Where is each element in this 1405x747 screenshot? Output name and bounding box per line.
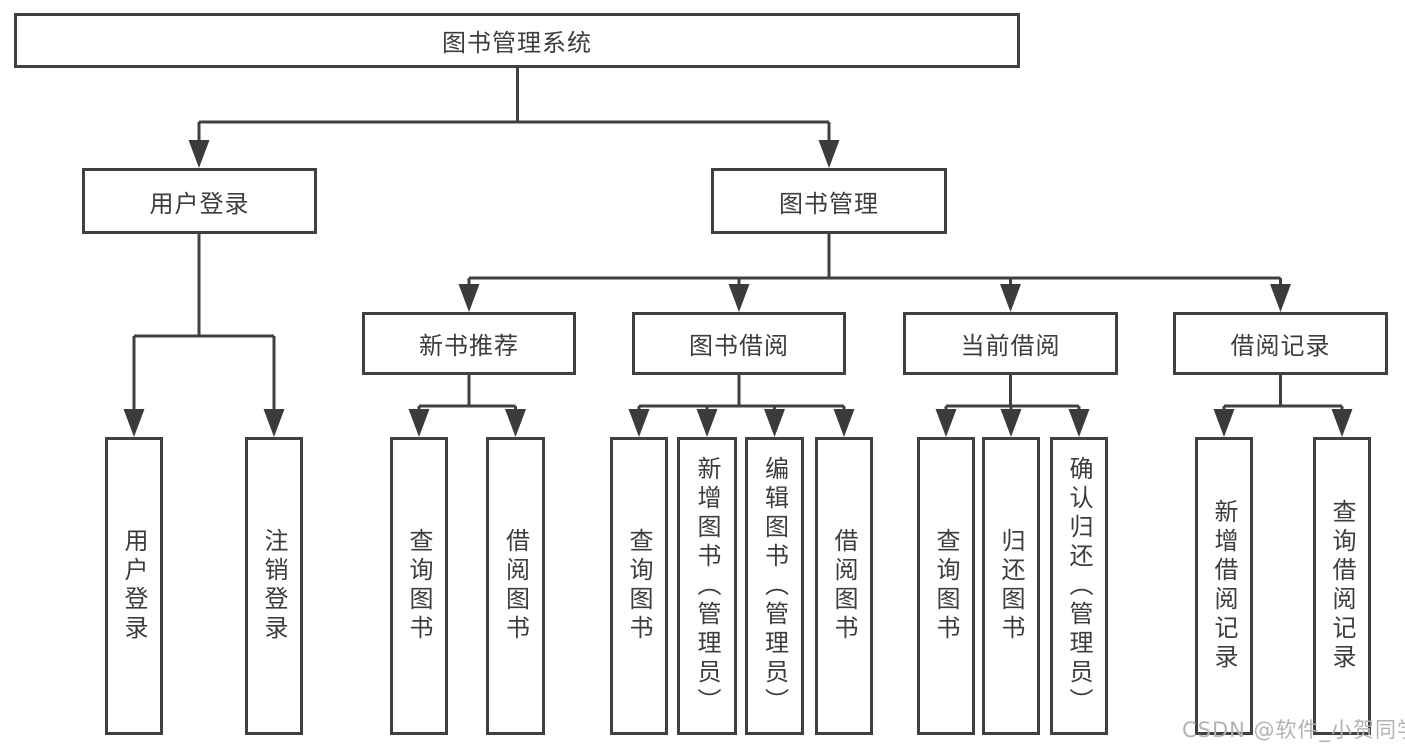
node-borrow-records: 借阅记录 [1173,312,1388,375]
leaf-label: 归还图书 [997,528,1025,644]
arrowhead [1213,409,1235,437]
leaf-bb-borrow-books: 借阅图书 [815,437,873,735]
leaf-cb-confirm-return-admin: 确认归还（管理员） [1050,437,1108,735]
arrowhead [935,409,957,437]
arrowhead [505,409,526,437]
node-user-login: 用户登录 [82,168,317,234]
leaf-label: 借阅图书 [830,528,858,644]
arrowhead [263,409,285,437]
leaf-label: 用户登录 [120,528,148,644]
leaf-bb-add-books-admin: 新增图书（管理员） [677,437,737,735]
arrowhead [1270,284,1291,312]
leaf-nb-query-books: 查询图书 [390,437,448,735]
arrowhead [1331,409,1353,437]
arrowhead [458,284,480,312]
leaf-label: 确认归还（管理员） [1065,455,1093,717]
leaf-cb-return-books: 归还图书 [982,437,1040,735]
connector-book-management-children [458,234,1291,312]
leaf-label: 查询图书 [932,528,960,644]
arrowhead [123,409,145,437]
arrowhead [764,409,785,437]
node-book-management: 图书管理 [711,168,947,234]
connector-current-borrow-children [935,375,1090,437]
leaf-logout: 注销登录 [245,437,303,735]
leaf-label: 借阅图书 [501,528,530,644]
leaf-bb-edit-books-admin: 编辑图书（管理员） [745,437,804,735]
connector-root-to-level2 [188,68,840,168]
node-current-borrow: 当前借阅 [903,312,1118,375]
leaf-nb-borrow-books: 借阅图书 [486,437,545,735]
arrowhead [728,284,750,312]
arrowhead [833,409,855,437]
leaf-rec-add-record: 新增借阅记录 [1195,437,1253,735]
leaf-label: 编辑图书（管理员） [760,455,789,717]
arrowhead [1000,284,1021,312]
arrowhead [188,140,210,168]
leaf-label: 注销登录 [260,528,288,644]
arrowhead [818,140,840,168]
arrowhead [1068,409,1090,437]
leaf-label: 新增图书（管理员） [693,455,721,717]
connector-user-login-children [123,234,285,437]
arrowhead [696,409,718,437]
leaf-label: 查询图书 [405,528,433,644]
leaf-label: 查询图书 [625,528,653,644]
arrowhead [408,409,430,437]
node-book-borrow: 图书借阅 [632,312,846,375]
leaf-rec-query-record: 查询借阅记录 [1313,437,1371,735]
leaf-user-login: 用户登录 [105,437,163,735]
connector-borrow-records-children [1213,375,1353,437]
node-library-system: 图书管理系统 [14,13,1020,68]
leaf-label: 新增借阅记录 [1210,499,1238,673]
arrowhead [1000,409,1022,437]
arrowhead [628,409,650,437]
watermark: CSDN @软件_小贺同学 [1182,718,1405,742]
leaf-bb-query-books: 查询图书 [610,437,668,735]
leaf-cb-query-books: 查询图书 [917,437,975,735]
connector-book-borrow-children [628,375,855,437]
connector-new-book-recommend-children [408,375,526,437]
leaf-label: 查询借阅记录 [1328,499,1356,673]
node-new-book-recommend: 新书推荐 [362,312,576,375]
